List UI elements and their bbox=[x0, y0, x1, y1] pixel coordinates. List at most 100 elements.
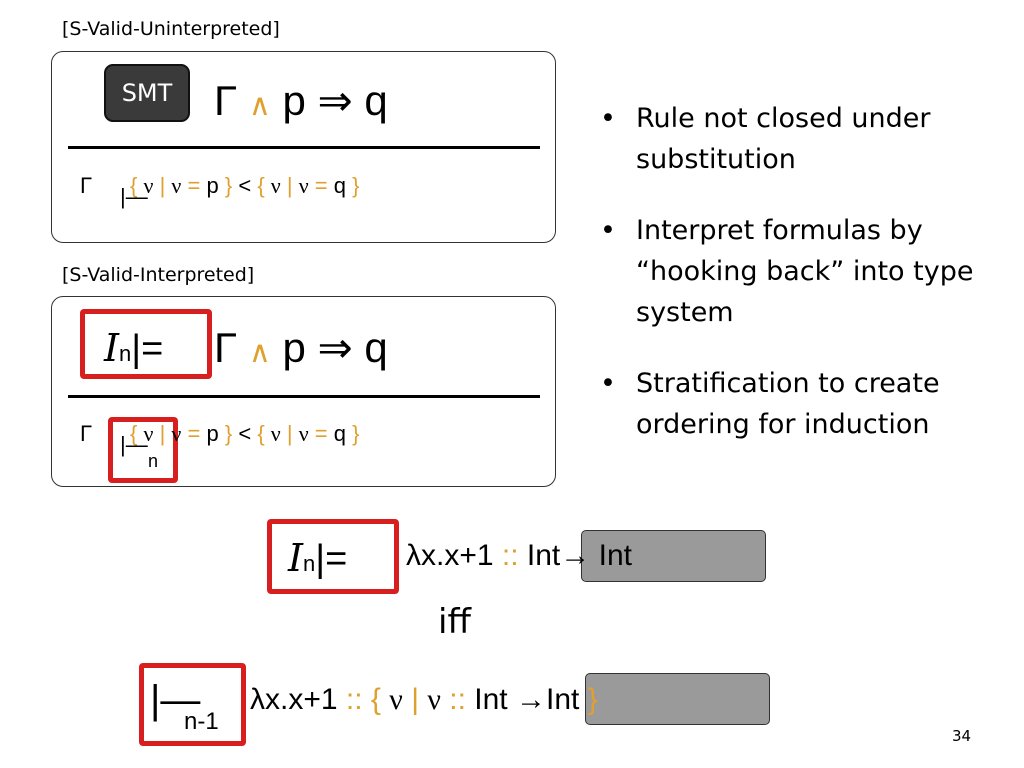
models-symbol: |= bbox=[315, 538, 348, 580]
bullet-item: • Stratification to create ordering for … bbox=[600, 363, 1000, 445]
bar-symbol: | bbox=[411, 683, 419, 716]
eq-symbol: = bbox=[314, 173, 328, 198]
bar-symbol: | bbox=[286, 173, 293, 198]
rbrace: } bbox=[224, 421, 233, 446]
int-gray-highlight bbox=[581, 530, 766, 582]
nu-symbol: ν bbox=[143, 173, 154, 198]
rule1-refinements: { ν | ν = p } < { ν | ν = q } bbox=[130, 175, 360, 197]
interp-I: I bbox=[288, 536, 304, 580]
nu-symbol: ν bbox=[171, 421, 182, 446]
lbrace: { bbox=[130, 173, 138, 198]
nu-symbol: ν bbox=[270, 173, 281, 198]
example-line2: λx.x+1 :: { ν | ν :: Int →Int } bbox=[250, 685, 598, 715]
iff-text: iff bbox=[438, 602, 471, 642]
example-turnstile-highlight-box bbox=[139, 663, 246, 746]
interp-subscript: n bbox=[303, 551, 316, 576]
rule2-premise: Γ ∧ p ⇒ q bbox=[214, 327, 388, 369]
implies-symbol: ⇒ bbox=[317, 77, 353, 124]
and-symbol: ∧ bbox=[248, 89, 271, 122]
subtype-symbol: < bbox=[238, 421, 252, 446]
interp-highlight-box bbox=[80, 309, 212, 379]
var-p: p bbox=[282, 324, 306, 371]
nu-symbol: ν bbox=[298, 421, 309, 446]
rbrace: } bbox=[224, 173, 233, 198]
smt-badge-label: SMT bbox=[121, 79, 173, 107]
models-symbol: |= bbox=[131, 328, 164, 370]
type-int: Int bbox=[526, 539, 561, 572]
nu-symbol: ν bbox=[298, 173, 309, 198]
type-int: Int bbox=[545, 683, 580, 716]
interp-I: I bbox=[104, 326, 120, 370]
rule2-refinements: { ν | ν = p } < { ν | ν = q } bbox=[130, 423, 360, 445]
interp-subscript: n bbox=[119, 341, 132, 366]
rule1-conclusion: Γ bbox=[80, 175, 92, 197]
rule2-label: [S-Valid-Interpreted] bbox=[62, 264, 255, 286]
var-q: q bbox=[364, 77, 388, 124]
bar-symbol: | bbox=[286, 421, 293, 446]
implies-symbol: ⇒ bbox=[317, 324, 353, 371]
int-gray-highlight bbox=[585, 673, 770, 725]
nu-symbol: ν bbox=[143, 421, 154, 446]
arrow-symbol: → bbox=[515, 683, 546, 716]
subtype-symbol: < bbox=[238, 173, 252, 198]
lbrace: { bbox=[370, 683, 381, 716]
var-q: q bbox=[333, 173, 347, 198]
lbrace: { bbox=[257, 421, 265, 446]
bullet-dot-icon: • bbox=[600, 215, 616, 246]
turnstile-symbol: |— bbox=[120, 432, 148, 457]
rule1-inference-line bbox=[68, 146, 540, 149]
eq-symbol: = bbox=[314, 421, 328, 446]
var-p: p bbox=[206, 421, 219, 446]
var-q: q bbox=[364, 324, 388, 371]
example-line1: λx.x+1 :: Int→ Int bbox=[406, 541, 632, 571]
colons-symbol: :: bbox=[449, 683, 466, 716]
bullet-list: • Rule not closed under substitution • I… bbox=[600, 98, 1000, 475]
bullet-dot-icon: • bbox=[600, 103, 616, 134]
and-symbol: ∧ bbox=[248, 336, 271, 369]
var-p: p bbox=[206, 173, 219, 198]
bullet-item: • Rule not closed under substitution bbox=[600, 98, 1000, 180]
rbrace: } bbox=[587, 683, 598, 716]
nu-symbol: ν bbox=[270, 421, 281, 446]
gamma-symbol: Γ bbox=[214, 77, 238, 124]
type-int: Int bbox=[598, 539, 632, 572]
type-int: Int bbox=[474, 683, 508, 716]
turnstile-symbol: |— bbox=[120, 184, 148, 209]
var-p: p bbox=[282, 77, 306, 124]
turnstile-subscript: n bbox=[148, 451, 159, 471]
turnstile-symbol: |— bbox=[150, 678, 201, 722]
eq-symbol: = bbox=[187, 173, 201, 198]
turnstile-highlight-box bbox=[108, 417, 178, 483]
rbrace: } bbox=[352, 173, 360, 198]
example-interp-highlight-box bbox=[267, 519, 399, 594]
turnstile-subscript: n-1 bbox=[184, 708, 219, 735]
lbrace: { bbox=[130, 421, 138, 446]
arrow-symbol: → bbox=[560, 539, 591, 572]
nu-symbol: ν bbox=[389, 683, 403, 716]
rule1-label: [S-Valid-Uninterpreted] bbox=[62, 18, 280, 40]
gamma-symbol: Γ bbox=[214, 324, 238, 371]
colons-symbol: :: bbox=[501, 539, 519, 572]
rule2-interp: In|= bbox=[104, 326, 163, 371]
slide-number: 34 bbox=[952, 727, 972, 745]
smt-badge: SMT bbox=[104, 64, 190, 122]
example-interp: In|= bbox=[288, 536, 347, 581]
rule2-inference-line bbox=[68, 395, 540, 398]
bullet-item: • Interpret formulas by “hooking back” i… bbox=[600, 210, 1000, 333]
lambda-term: λx.x+1 bbox=[250, 683, 338, 716]
bullet-text: Rule not closed under substitution bbox=[636, 103, 931, 175]
lbrace: { bbox=[257, 173, 265, 198]
bullet-text: Stratification to create ordering for in… bbox=[636, 368, 940, 440]
bar-symbol: | bbox=[159, 421, 166, 446]
colons-symbol: :: bbox=[345, 683, 363, 716]
nu-symbol: ν bbox=[171, 173, 182, 198]
bullet-text: Interpret formulas by “hooking back” int… bbox=[636, 215, 974, 328]
gamma-symbol: Γ bbox=[80, 173, 93, 198]
bar-symbol: | bbox=[159, 173, 166, 198]
var-q: q bbox=[333, 421, 347, 446]
eq-symbol: = bbox=[187, 421, 201, 446]
rule2-box bbox=[51, 296, 556, 487]
lambda-term: λx.x+1 bbox=[406, 539, 494, 572]
rule1-premise: Γ ∧ p ⇒ q bbox=[214, 80, 388, 122]
bullet-dot-icon: • bbox=[600, 368, 616, 399]
